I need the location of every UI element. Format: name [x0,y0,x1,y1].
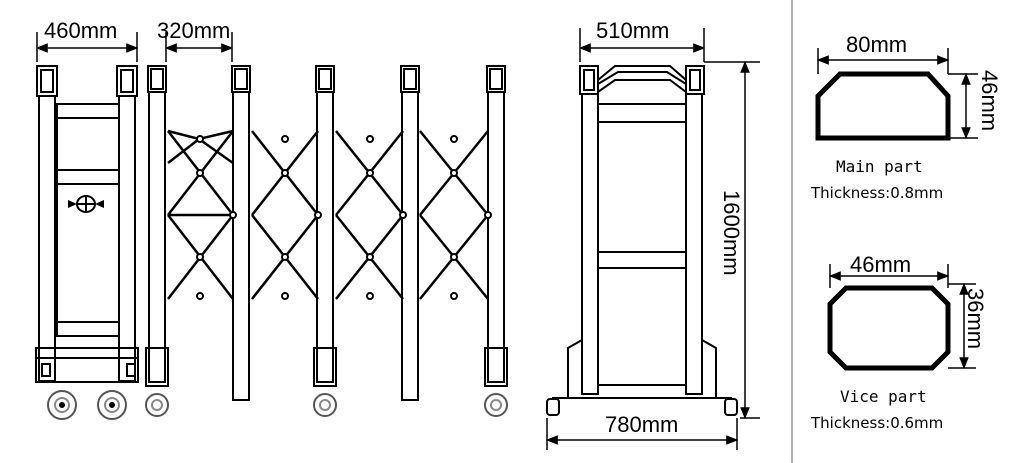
lattice-pins [196,135,492,300]
side-top-width-label: 510mm [596,18,669,43]
front-panel-width-label: 460mm [44,18,117,43]
main-profile-height: 46mm [977,70,1002,131]
main-panel [35,65,139,383]
emblem-icon [68,195,104,213]
main-profile-width: 80mm [846,32,907,57]
vice-profile-width: 46mm [850,252,911,277]
front-dimensions [35,32,234,62]
main-profile: 80mm 46mm Main part Thickness:0.8mm [810,32,1002,202]
scissor-lattice [167,129,489,300]
main-profile-shape [815,71,951,141]
main-profile-title: Main part [836,157,923,176]
vice-profile-title: Vice part [840,387,927,406]
side-view [546,65,738,416]
side-base-width-label: 780mm [605,412,678,437]
vice-profile: 46mm 36mm Vice part Thickness:0.6mm [810,252,988,432]
main-profile-thickness: Thickness:0.8mm [810,184,943,202]
vice-profile-height: 36mm [963,288,988,349]
front-view [35,65,508,420]
side-height-label: 1600mm [719,190,744,276]
vice-profile-thickness: Thickness:0.6mm [810,414,943,432]
caster-wheels [47,390,508,420]
vice-profile-shape [827,285,951,371]
side-dimensions [545,28,760,450]
movable-posts [145,65,508,401]
section-spacing-label: 320mm [157,18,230,43]
